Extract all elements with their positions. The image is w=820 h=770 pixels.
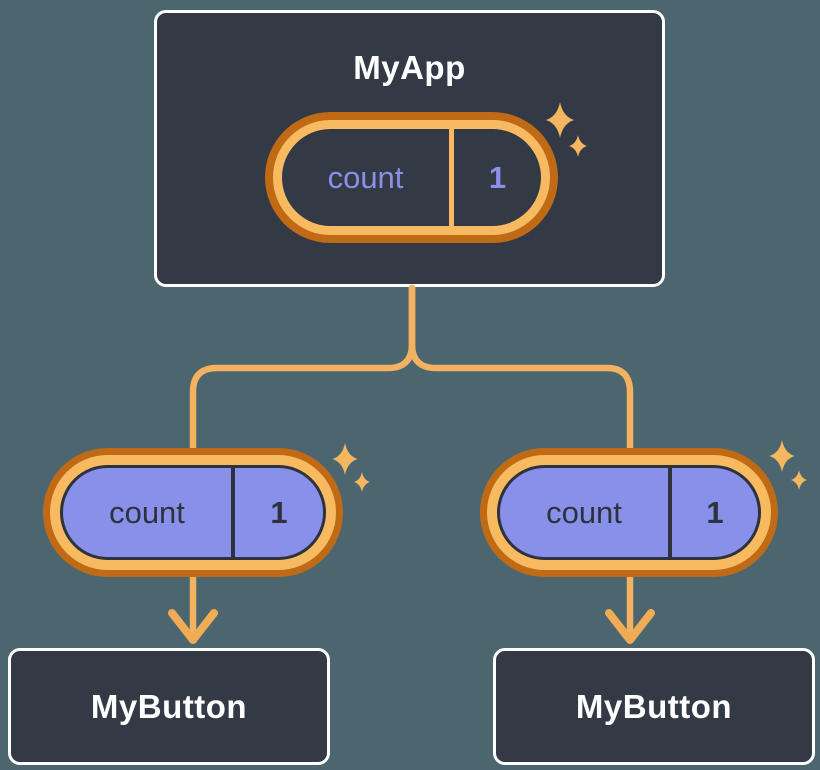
- prop-name-cell: count: [63, 468, 231, 557]
- prop-name-cell: count: [500, 468, 668, 557]
- prop-value-cell: 1: [672, 468, 758, 557]
- arrow-down-icon: [605, 609, 655, 644]
- state-pill-root: count 1: [273, 120, 550, 235]
- pill-divider: [449, 129, 454, 226]
- prop-value-label: 1: [270, 494, 288, 530]
- state-value-cell: 1: [454, 129, 541, 226]
- prop-pill-left: count 1: [60, 465, 326, 560]
- prop-name-label: count: [109, 494, 185, 530]
- prop-pill-right: count 1: [497, 465, 761, 560]
- pill-divider: [668, 468, 672, 557]
- prop-name-label: count: [546, 494, 622, 530]
- connector-right-branch: [408, 284, 634, 640]
- component-title: MyApp: [353, 49, 466, 86]
- prop-value-label: 1: [706, 494, 724, 530]
- arrow-down-icon: [168, 609, 218, 644]
- state-name-label: count: [327, 159, 404, 195]
- state-name-cell: count: [282, 129, 449, 226]
- component-title: MyButton: [90, 687, 248, 725]
- component-title: MyButton: [575, 687, 733, 725]
- prop-value-cell: 1: [235, 468, 323, 557]
- sparkle-icon: [332, 443, 370, 492]
- sparkle-icon: [769, 440, 807, 490]
- state-value-label: 1: [488, 159, 507, 195]
- component-card-mybutton-left: MyButton: [8, 648, 330, 765]
- connector-left-branch: [189, 284, 416, 640]
- component-card-mybutton-right: MyButton: [493, 648, 815, 765]
